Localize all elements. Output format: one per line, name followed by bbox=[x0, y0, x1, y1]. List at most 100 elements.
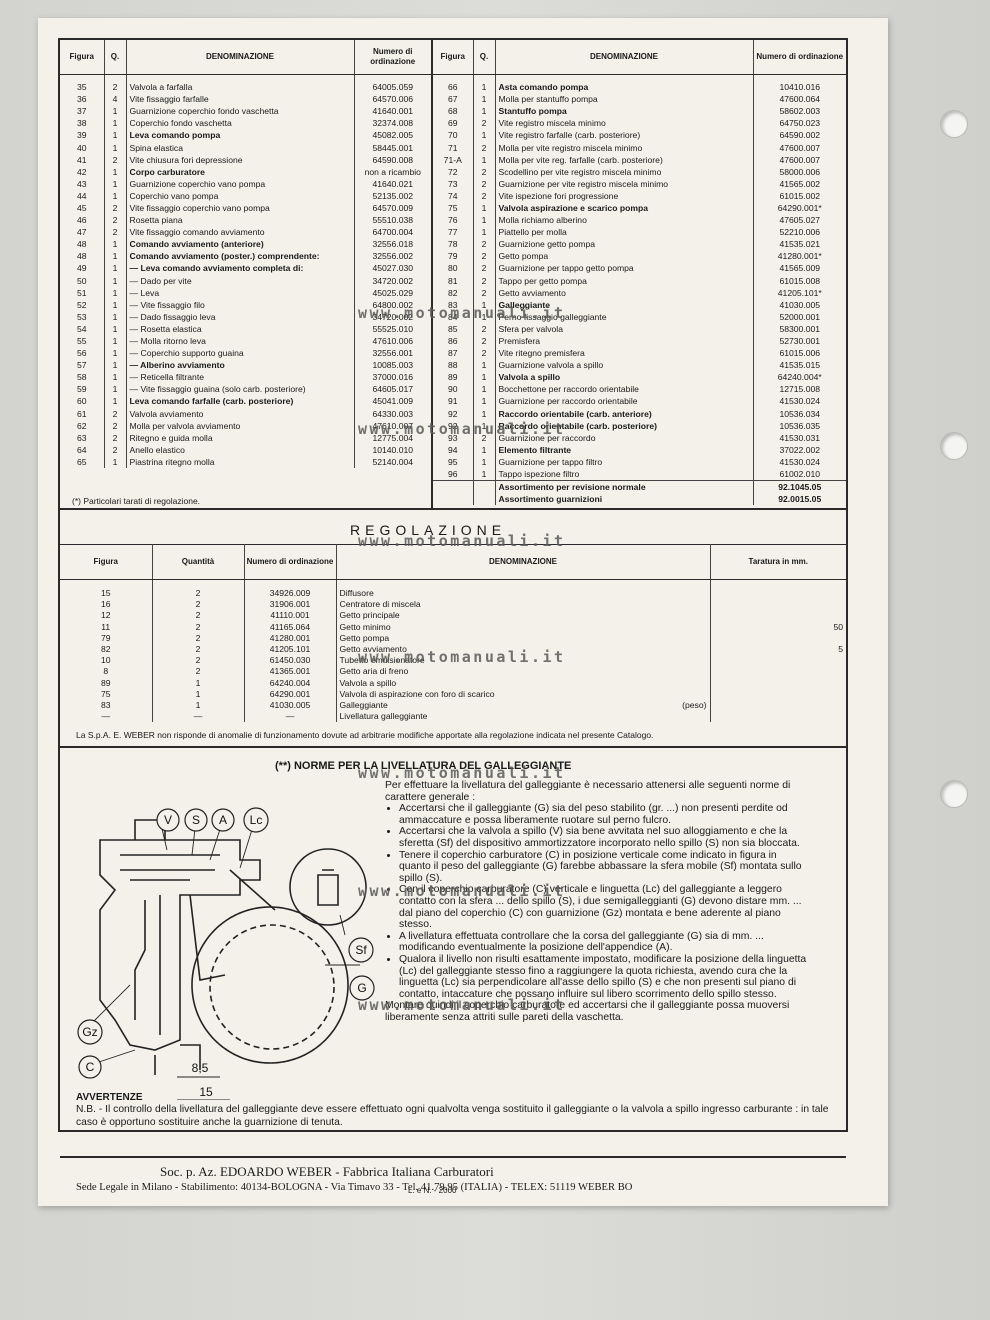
quantita-cell: 1 bbox=[473, 419, 496, 432]
figura-cell: 73 bbox=[433, 177, 474, 190]
figura-cell: 80 bbox=[433, 262, 474, 275]
quantita-cell: 2 bbox=[152, 588, 245, 600]
column-divider bbox=[431, 40, 433, 508]
denominazione-cell: Piattello per molla bbox=[495, 226, 754, 239]
figura-cell: 74 bbox=[433, 189, 474, 202]
quantita-cell: 2 bbox=[104, 431, 127, 444]
quantita-cell: 2 bbox=[104, 226, 127, 239]
denominazione-cell: — Leva comando avviamento completa di: bbox=[126, 262, 355, 275]
denominazione-cell: — Alberino avviamento bbox=[126, 359, 355, 372]
quantita-cell: 2 bbox=[473, 189, 496, 202]
figura-cell: 57 bbox=[60, 359, 105, 372]
numero-cell: 52000.001 bbox=[779, 311, 821, 322]
denominazione-cell: Getto minimo bbox=[336, 621, 711, 633]
col-quantita: Q. bbox=[473, 40, 496, 75]
quantita-cell: 1 bbox=[104, 165, 127, 178]
numero-cell: 41640.001 bbox=[372, 106, 414, 117]
figura-cell: 50 bbox=[60, 274, 105, 287]
col-quantita: Quantità bbox=[152, 544, 245, 580]
denominazione-cell: Perno fissaggio galleggiante bbox=[495, 310, 754, 323]
watermark: www.motomanuali.it bbox=[358, 882, 566, 900]
figura-cell: 68 bbox=[433, 105, 474, 118]
figura-cell: 63 bbox=[60, 431, 105, 444]
quantita-cell: 2 bbox=[104, 407, 127, 420]
norme-list: Accertarsi che il galleggiante (G) sia d… bbox=[385, 803, 810, 1000]
company-name: Soc. p. Az. EDOARDO WEBER - Fabbrica Ita… bbox=[160, 1164, 494, 1179]
figura-cell: 66 bbox=[433, 81, 474, 94]
numero-cell: 34926.009 bbox=[244, 588, 337, 600]
assortimento-number: 92.0015.05 bbox=[778, 494, 822, 505]
numero-cell: 10536.035 bbox=[779, 420, 821, 431]
taratura-cell bbox=[710, 700, 846, 711]
figura-cell: 78 bbox=[433, 238, 474, 251]
quantita-cell: 1 bbox=[473, 395, 496, 408]
figura-cell: 79 bbox=[60, 632, 153, 644]
denominazione-cell: Guarnizione per tappo filtro bbox=[495, 455, 754, 468]
figura-cell: 37 bbox=[60, 105, 105, 118]
denominazione-cell: Galleggiante(peso) bbox=[336, 699, 711, 712]
norme-item: Qualora il livello non risulti esattamen… bbox=[399, 954, 810, 1000]
company-address: Sede Legale in Milano - Stabilimento: 40… bbox=[76, 1182, 633, 1193]
figura-cell: 47 bbox=[60, 226, 105, 239]
quantita-cell: 1 bbox=[104, 359, 127, 372]
quantita-cell: 1 bbox=[473, 214, 496, 227]
denominazione-cell: — Vite fissaggio filo bbox=[126, 298, 355, 311]
numero-cell: 32556.002 bbox=[372, 251, 414, 262]
figura-cell: — bbox=[60, 711, 153, 723]
numero-cell: 64290.001* bbox=[777, 202, 822, 213]
numero-cell: 41535.015 bbox=[779, 360, 821, 371]
quantita-cell: 1 bbox=[473, 93, 496, 106]
figura-cell: 58 bbox=[60, 371, 105, 384]
numero-cell: 61015.002 bbox=[779, 190, 821, 201]
norme-outro: Montare quindi il coperchio carburatore … bbox=[385, 1000, 790, 1023]
figura-cell: 60 bbox=[60, 395, 105, 408]
quantita-cell: 2 bbox=[152, 666, 245, 678]
denominazione-cell: Molla richiamo alberino bbox=[495, 214, 754, 227]
print-code: L. e N. - 2000 bbox=[408, 1186, 457, 1195]
regolazione-table: Figura Quantità Numero di ordinazione DE… bbox=[60, 544, 846, 723]
denominazione-cell: Vite registro farfalle (carb. posteriore… bbox=[495, 129, 754, 142]
figura-cell: 54 bbox=[60, 322, 105, 335]
numero-cell: 47600.007 bbox=[779, 154, 821, 165]
quantita-cell: 1 bbox=[152, 677, 245, 689]
denominazione-cell: Vite ritegno premisfera bbox=[495, 347, 754, 360]
denominazione-cell: Vite fissaggio coperchio vano pompa bbox=[126, 201, 355, 215]
norme-item: Accertarsi che la valvola a spillo (V) s… bbox=[399, 826, 810, 849]
dimension-label: 15 bbox=[199, 1085, 213, 1099]
quantita-cell: — bbox=[152, 711, 245, 723]
taratura-cell bbox=[710, 689, 846, 700]
regolazione-title: REGOLAZIONE bbox=[350, 522, 507, 538]
numero-cell: 32556.001 bbox=[372, 348, 414, 359]
denominazione-cell: Getto principale bbox=[336, 610, 711, 622]
numero-cell: 47600.007 bbox=[779, 142, 821, 153]
figura-cell: 89 bbox=[60, 677, 153, 689]
float-level-diagram: V S A Lc Gz C G Sf 8,5 15 bbox=[77, 807, 375, 1100]
col-figura: Figura bbox=[60, 544, 153, 580]
quantita-cell: 1 bbox=[104, 141, 127, 154]
quantita-cell: 1 bbox=[473, 383, 496, 396]
denominazione-cell: — Rosetta elastica bbox=[126, 322, 355, 335]
quantita-cell: 2 bbox=[104, 419, 127, 432]
figura-cell: 88 bbox=[433, 359, 474, 372]
numero-cell: 12775.004 bbox=[372, 432, 414, 443]
label-s: S bbox=[192, 813, 200, 827]
numero-cell: 64240.004* bbox=[777, 372, 822, 383]
